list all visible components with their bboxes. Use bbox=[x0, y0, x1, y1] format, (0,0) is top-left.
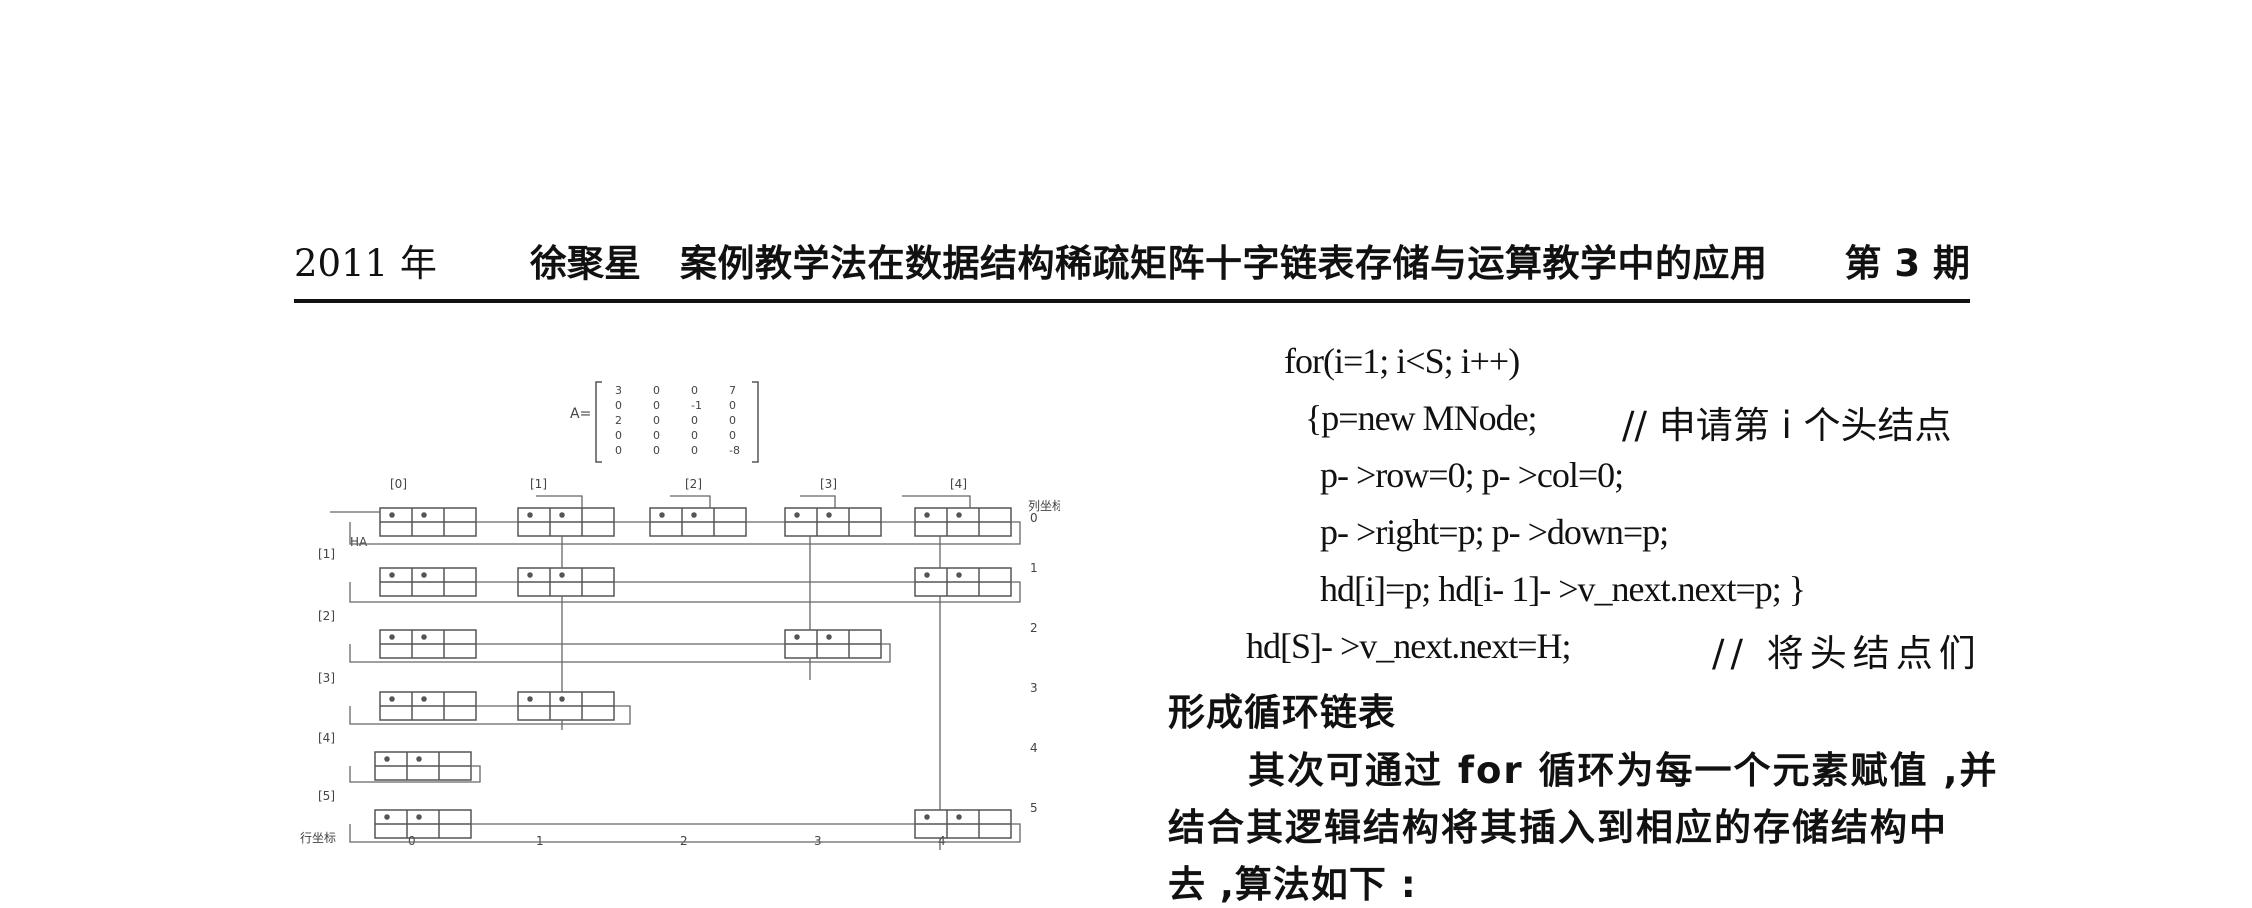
matrix-cell: 0 bbox=[653, 414, 660, 427]
matrix-cell: 0 bbox=[653, 429, 660, 442]
right-index-number: 1 bbox=[1030, 561, 1038, 575]
matrix-cell: 7 bbox=[729, 384, 736, 397]
bottom-index-numbers: 0 1 2 3 4 bbox=[408, 834, 946, 848]
list-node bbox=[517, 691, 615, 721]
list-node bbox=[914, 567, 1012, 597]
column-head-label: [0] bbox=[390, 477, 407, 491]
code-line-5: hd[i]=p; hd[i- 1]- >v_next.next=p; } bbox=[1320, 569, 1806, 609]
node-link bbox=[349, 823, 1021, 843]
paragraph-line-3: 去 ,算法如下 : bbox=[1168, 863, 1417, 906]
header-author: 徐聚星 bbox=[530, 242, 641, 285]
column-head-label: [3] bbox=[820, 477, 837, 491]
list-node bbox=[784, 507, 882, 537]
list-node bbox=[379, 567, 477, 597]
matrix-cell: 0 bbox=[729, 399, 736, 412]
column-head-label: [4] bbox=[950, 477, 967, 491]
list-node bbox=[379, 691, 477, 721]
node-link bbox=[536, 495, 583, 508]
list-node bbox=[374, 809, 472, 839]
code-comment-2: // 申请第 i 个头结点 bbox=[1622, 404, 1952, 447]
code-line-2: {p=new MNode; bbox=[1305, 398, 1538, 438]
list-node bbox=[379, 629, 477, 659]
column-head-label: [1] bbox=[530, 477, 547, 491]
matrix-cell: 0 bbox=[615, 429, 622, 442]
node-link bbox=[902, 495, 971, 508]
node-link bbox=[349, 521, 1021, 545]
bottom-index-number: 0 bbox=[408, 834, 416, 848]
header-rule bbox=[294, 299, 1970, 303]
list-node bbox=[649, 507, 747, 537]
code-comment-6: // 将头结点们 bbox=[1712, 632, 1982, 675]
list-node bbox=[379, 507, 477, 537]
code-line-1: for(i=1; i<S; i++) bbox=[1284, 341, 1520, 381]
node-links bbox=[330, 495, 1021, 850]
ha-label: HA bbox=[350, 535, 368, 549]
row-head-label: [5] bbox=[318, 789, 335, 803]
column-heads: [0] [1] [2] [3] [4] bbox=[390, 477, 967, 491]
row-index-label: 行坐标 bbox=[300, 831, 336, 845]
paragraph-line-1: 其次可通过 for 循环为每一个元素赋值 ,并 bbox=[1248, 749, 1999, 792]
row-head-label: [4] bbox=[318, 731, 335, 745]
matrix-cell: -8 bbox=[729, 444, 740, 457]
orthogonal-list-diagram: A= 3 0 0 7 0 0 -1 0 2 0 0 0 0 0 0 0 0 0 0 -8 [0] [1] [2] [3] [4… bbox=[300, 381, 1064, 850]
list-node bbox=[914, 507, 1012, 537]
matrix-cell: 0 bbox=[691, 429, 698, 442]
column-index-label: 列坐标 bbox=[1028, 499, 1060, 513]
node-link bbox=[800, 495, 836, 508]
matrix-cell: 0 bbox=[615, 444, 622, 457]
header-year: 2011 年 bbox=[294, 242, 437, 285]
bottom-index-number: 2 bbox=[680, 834, 688, 848]
matrix-cell: -1 bbox=[691, 399, 702, 412]
matrix-cell: 2 bbox=[615, 414, 622, 427]
orthogonal-list-figure: A= 3 0 0 7 0 0 -1 0 2 0 0 0 0 0 0 0 0 0 0 -8 [0] [1] [2] [3] [4… bbox=[290, 360, 1064, 860]
matrix-cell: 0 bbox=[729, 429, 736, 442]
node-link bbox=[349, 765, 481, 783]
matrix-cells: 3 0 0 7 0 0 -1 0 2 0 0 0 0 0 0 0 0 0 0 -8 bbox=[615, 384, 740, 457]
bottom-index-number: 1 bbox=[536, 834, 544, 848]
matrix-label: A= bbox=[570, 406, 591, 422]
paragraph-line-2: 结合其逻辑结构将其插入到相应的存储结构中 bbox=[1168, 806, 1948, 849]
column-head-label: [2] bbox=[685, 477, 702, 491]
right-index-number: 3 bbox=[1030, 681, 1038, 695]
matrix-cell: 0 bbox=[653, 399, 660, 412]
row-heads: [1] [2] [3] [4] [5] bbox=[318, 547, 335, 803]
node-link bbox=[670, 495, 711, 508]
right-index-number: 5 bbox=[1030, 801, 1038, 815]
list-node bbox=[517, 567, 615, 597]
list-node bbox=[784, 629, 882, 659]
text-line-7: 形成循环链表 bbox=[1168, 691, 1396, 734]
right-index-number: 4 bbox=[1030, 741, 1038, 755]
right-index-numbers: 0 1 2 3 4 5 bbox=[1030, 511, 1038, 815]
list-node bbox=[517, 507, 615, 537]
header-title: 案例教学法在数据结构稀疏矩阵十字链表存储与运算教学中的应用 bbox=[680, 242, 1768, 285]
node-link bbox=[349, 705, 631, 725]
bottom-index-number: 3 bbox=[814, 834, 822, 848]
running-header: 2011 年 徐聚星 案例教学法在数据结构稀疏矩阵十字链表存储与运算教学中的应用… bbox=[294, 233, 1970, 285]
matrix-cell: 0 bbox=[691, 414, 698, 427]
matrix-cell: 0 bbox=[653, 384, 660, 397]
node-link bbox=[349, 581, 1021, 603]
matrix-cell: 0 bbox=[691, 444, 698, 457]
matrix-cell: 0 bbox=[691, 384, 698, 397]
right-index-number: 2 bbox=[1030, 621, 1038, 635]
matrix-cell: 0 bbox=[729, 414, 736, 427]
list-node bbox=[374, 751, 472, 781]
code-line-6: hd[S]- >v_next.next=H; bbox=[1246, 626, 1572, 666]
row-head-label: [1] bbox=[318, 547, 335, 561]
node-link bbox=[349, 643, 891, 663]
matrix-cell: 0 bbox=[653, 444, 660, 457]
row-head-label: [2] bbox=[318, 609, 335, 623]
row-head-label: [3] bbox=[318, 671, 335, 685]
matrix-cell: 0 bbox=[615, 399, 622, 412]
code-line-4: p- >right=p; p- >down=p; bbox=[1320, 512, 1669, 552]
right-index-number: 0 bbox=[1030, 511, 1038, 525]
header-issue: 第 3 期 bbox=[1844, 242, 1970, 285]
code-line-3: p- >row=0; p- >col=0; bbox=[1320, 455, 1624, 495]
matrix-cell: 3 bbox=[615, 384, 622, 397]
bottom-index-number: 4 bbox=[938, 834, 946, 848]
node-boxes bbox=[374, 507, 1012, 839]
list-node bbox=[914, 809, 1012, 839]
